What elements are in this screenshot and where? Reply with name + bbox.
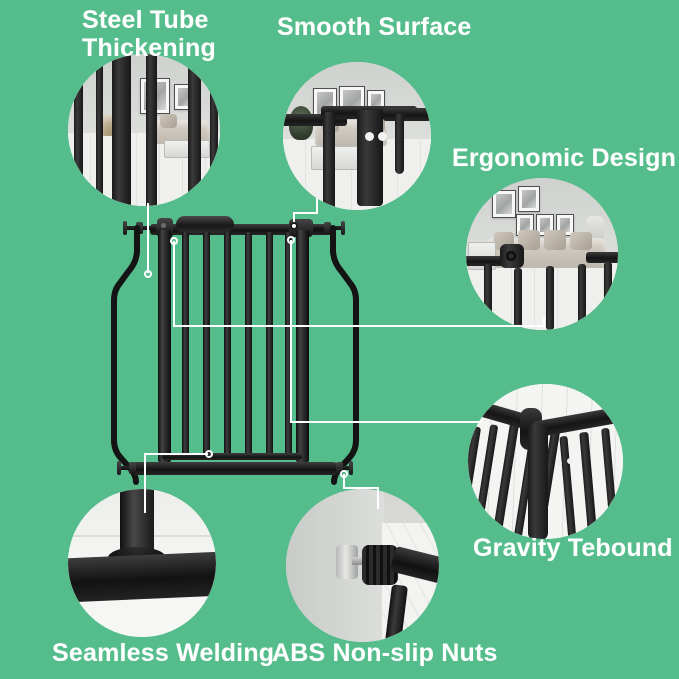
gate-spindle (266, 232, 273, 458)
photo-steel-tube-thickening (68, 54, 220, 206)
callout-ergonomic-design (466, 178, 618, 330)
label-seamless-welding: Seamless Welding (52, 639, 275, 667)
photo-gravity-tebound (468, 384, 623, 539)
connector-smooth-surface-horizontal (293, 212, 318, 214)
connector-abs-vertical-a (343, 474, 345, 488)
label-steel-tube-thickening: Steel Tube Thickening (82, 6, 216, 62)
photo-seamless-welding (68, 489, 216, 637)
connector-steel-tube-vertical (147, 203, 149, 273)
gate-inner-bottom-bar (162, 453, 302, 460)
gate-spindle (285, 232, 292, 458)
gate-spindle (203, 232, 210, 458)
gate-latch-dot (161, 223, 166, 228)
callout-abs-non-slip-nuts (286, 489, 439, 642)
label-smooth-surface: Smooth Surface (277, 13, 472, 41)
gate-bolt-bottom-left-nut (129, 462, 136, 474)
connector-abs-vertical-b (377, 487, 379, 509)
connector-ergonomic-riser (543, 318, 545, 327)
photo-smooth-surface (283, 62, 431, 210)
gate-spindle (245, 232, 252, 458)
callout-smooth-surface (283, 62, 431, 210)
label-abs-non-slip-nuts: ABS Non-slip Nuts (272, 639, 498, 667)
connector-dot-smooth-surface (290, 222, 298, 230)
connector-abs-horizontal (343, 487, 379, 489)
gate-handle (176, 216, 234, 233)
callout-steel-tube-thickening (68, 54, 220, 206)
connector-seamless-vertical (144, 453, 146, 513)
gate-right-post (296, 230, 309, 462)
connector-ergonomic-horizontal (173, 325, 545, 327)
gate-bolt-bottom-left-cap (117, 461, 121, 475)
gate-top-rail (150, 224, 332, 235)
gate-bolt-bottom-right-nut (336, 462, 343, 474)
gate-spindle (182, 232, 189, 458)
photo-abs-non-slip-nuts (286, 489, 439, 642)
gate-bolt-top-right-cap (341, 221, 345, 235)
connector-ergonomic-vertical (173, 241, 175, 326)
connector-smooth-surface-vertical (293, 212, 295, 226)
gate-bolt-top-left-nut (136, 222, 143, 234)
gate-left-post (158, 230, 171, 462)
callout-seamless-welding (68, 489, 216, 637)
gate-spindle (224, 232, 231, 458)
connector-smooth-surface-drop (316, 198, 318, 214)
label-gravity-tebound: Gravity Tebound (473, 534, 673, 562)
label-ergonomic-design: Ergonomic Design (452, 144, 677, 172)
photo-ergonomic-design (466, 178, 618, 330)
connector-gravity-vertical (290, 240, 292, 422)
gate-bolt-bottom-right-cap (349, 461, 353, 475)
gate-bolt-top-right-nut (324, 222, 331, 234)
connector-dot-steel-tube (144, 270, 152, 278)
callout-gravity-tebound (468, 384, 623, 539)
connector-gravity-horizontal (290, 421, 482, 423)
gate-bolt-top-left-cap (123, 221, 127, 235)
gate-base-bar (131, 462, 339, 475)
connector-seamless-horizontal (144, 453, 208, 455)
